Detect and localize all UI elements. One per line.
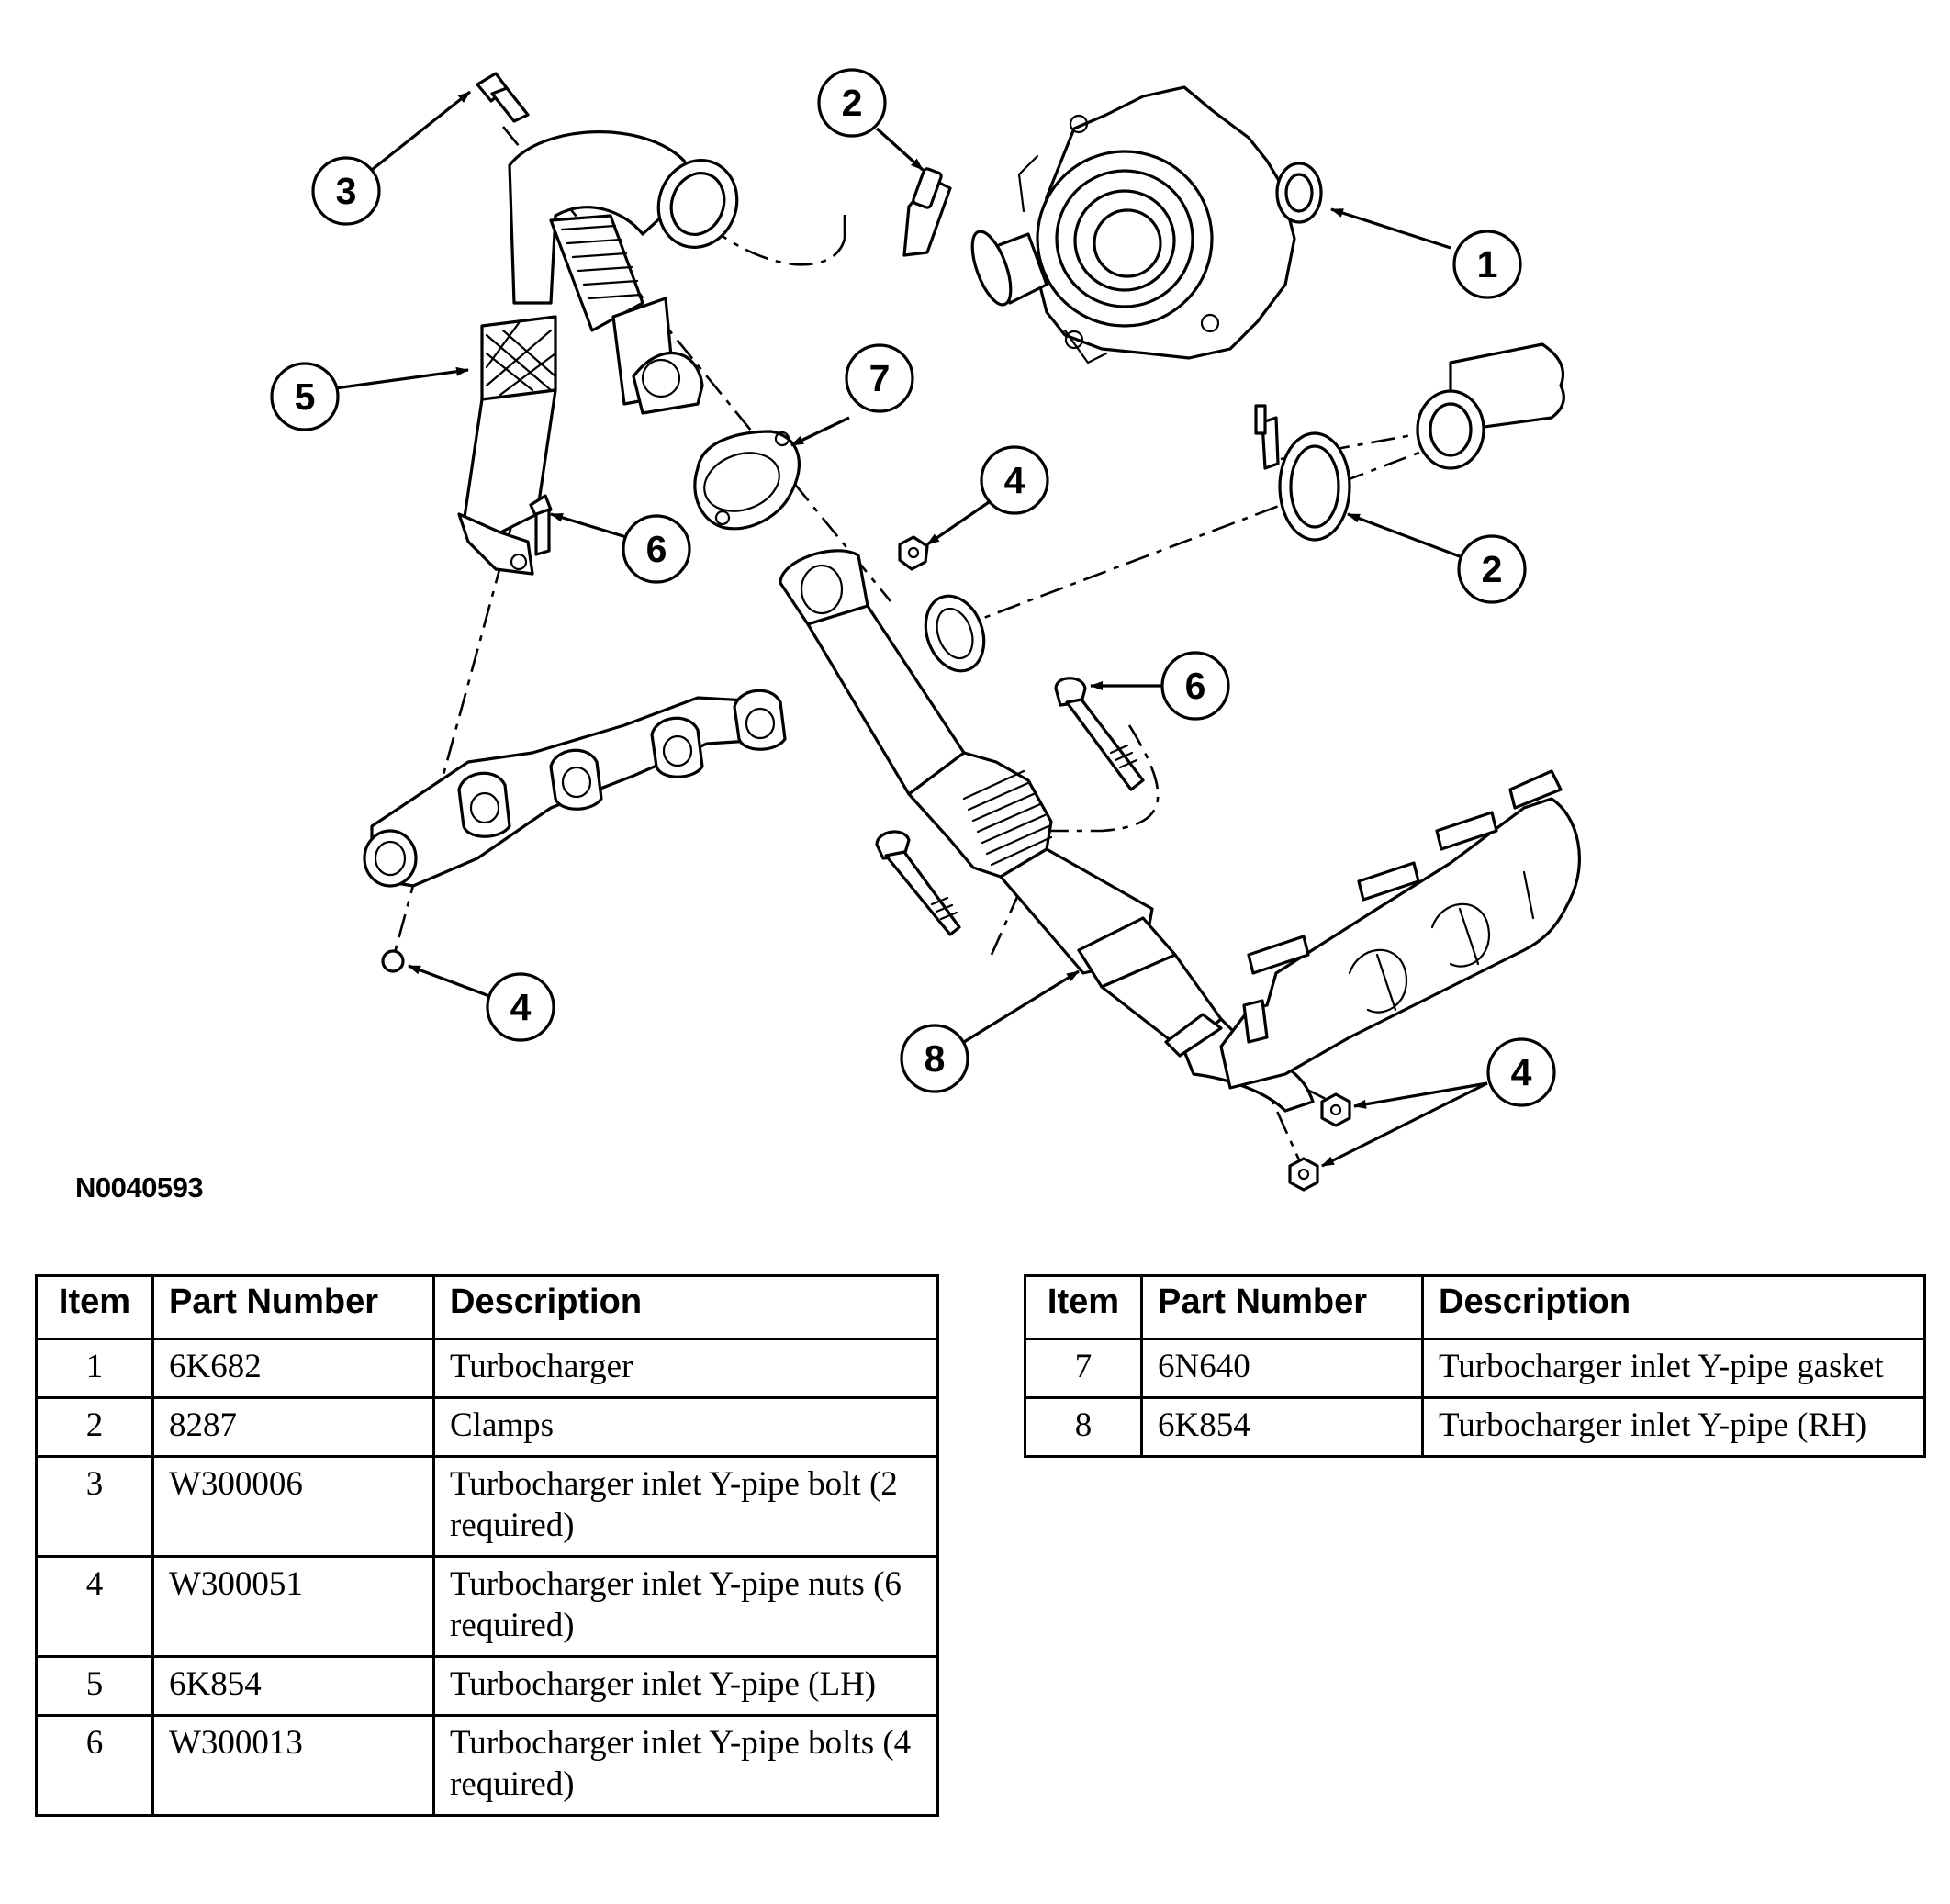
item-cell: 3	[35, 1455, 154, 1558]
item-cell: 1	[35, 1338, 154, 1399]
y-pipe-bolt-middle	[1054, 677, 1145, 791]
turbocharger-part	[970, 85, 1323, 364]
part-number-cell: W300051	[151, 1555, 435, 1658]
description-cell: Turbocharger inlet Y-pipe (LH)	[432, 1655, 939, 1717]
svg-text:2: 2	[1482, 548, 1503, 590]
callout-1: 1	[1452, 230, 1522, 299]
callout-2-right: 2	[1457, 534, 1527, 604]
part-number-cell: 8287	[151, 1396, 435, 1458]
item-cell: 5	[35, 1655, 154, 1717]
table-header-row: Item Part Number Description	[35, 1274, 939, 1340]
callout-2-top: 2	[817, 68, 887, 138]
description-cell: Turbocharger inlet Y-pipe nuts (6 requir…	[432, 1555, 939, 1658]
column-header-description: Description	[1421, 1274, 1926, 1340]
lh-y-pipe-part	[457, 130, 739, 576]
column-header-part-number: Part Number	[1140, 1274, 1424, 1340]
parts-table-left: Item Part Number Description 1 6K682 Tur…	[35, 1274, 939, 1817]
table-row: 6 W300013 Turbocharger inlet Y-pipe bolt…	[35, 1714, 939, 1817]
table-row: 3 W300006 Turbocharger inlet Y-pipe bolt…	[35, 1455, 939, 1558]
pipe-clamp-lower	[1254, 404, 1351, 542]
y-pipe-bolt-lower	[875, 830, 961, 936]
svg-text:6: 6	[1185, 665, 1206, 707]
item-cell: 6	[35, 1714, 154, 1817]
callout-3: 3	[311, 156, 381, 226]
table-row: 5 6K854 Turbocharger inlet Y-pipe (LH)	[35, 1655, 939, 1717]
callout-8: 8	[900, 1024, 969, 1093]
svg-text:5: 5	[295, 375, 316, 418]
callout-6-right: 6	[1160, 651, 1230, 721]
table-header-row: Item Part Number Description	[1024, 1274, 1926, 1340]
part-number-cell: 6K682	[151, 1338, 435, 1399]
callout-5: 5	[270, 362, 340, 431]
pipe-clamp-upper	[902, 167, 952, 257]
parts-table-right: Item Part Number Description 7 6N640 Tur…	[1024, 1274, 1926, 1458]
callout-4-lower-right: 4	[1486, 1037, 1556, 1107]
part-number-cell: 6K854	[1140, 1396, 1424, 1458]
column-header-description: Description	[432, 1274, 939, 1340]
callout-6-left: 6	[622, 514, 691, 584]
lh-exhaust-manifold	[363, 689, 787, 973]
y-pipe-nut-lower-right-1	[1320, 1092, 1351, 1127]
table-row: 8 6K854 Turbocharger inlet Y-pipe (RH)	[1024, 1396, 1926, 1458]
table-row: 2 8287 Clamps	[35, 1396, 939, 1458]
item-cell: 7	[1024, 1338, 1143, 1399]
table-row: 7 6N640 Turbocharger inlet Y-pipe gasket	[1024, 1338, 1926, 1399]
callout-4-middle: 4	[980, 445, 1049, 515]
y-pipe-nut-lower-right-2	[1288, 1157, 1319, 1192]
description-cell: Turbocharger inlet Y-pipe gasket	[1421, 1338, 1926, 1399]
intake-tube-part	[1416, 342, 1565, 470]
svg-text:2: 2	[842, 82, 863, 124]
svg-text:7: 7	[869, 357, 891, 399]
description-cell: Turbocharger	[432, 1338, 939, 1399]
item-cell: 4	[35, 1555, 154, 1658]
leader-lines	[334, 90, 1488, 1168]
svg-text:4: 4	[1004, 459, 1025, 501]
svg-text:3: 3	[336, 170, 357, 212]
rh-y-pipe-part	[779, 549, 1315, 1113]
description-cell: Turbocharger inlet Y-pipe bolt (2 requir…	[432, 1455, 939, 1558]
description-cell: Turbocharger inlet Y-pipe (RH)	[1421, 1396, 1926, 1458]
table-row: 4 W300051 Turbocharger inlet Y-pipe nuts…	[35, 1555, 939, 1658]
part-number-cell: W300006	[151, 1455, 435, 1558]
callout-4-lower-left: 4	[486, 972, 555, 1042]
figure-code: N0040593	[75, 1171, 204, 1204]
column-header-item: Item	[1024, 1274, 1143, 1340]
description-cell: Turbocharger inlet Y-pipe bolts (4 requi…	[432, 1714, 939, 1817]
svg-text:6: 6	[646, 528, 667, 570]
y-pipe-nut-middle	[898, 535, 929, 571]
part-number-cell: W300013	[151, 1714, 435, 1817]
callout-7: 7	[845, 343, 914, 413]
svg-text:1: 1	[1477, 243, 1498, 286]
svg-text:4: 4	[1511, 1051, 1532, 1093]
y-pipe-gasket	[693, 430, 801, 531]
exploded-parts-diagram: 1 2 2 3 4 4 4 5 6 6 7 8	[270, 68, 1581, 1192]
column-header-part-number: Part Number	[151, 1274, 435, 1340]
table-row: 1 6K682 Turbocharger	[35, 1338, 939, 1399]
y-pipe-bolt-top	[476, 72, 530, 123]
description-cell: Clamps	[432, 1396, 939, 1458]
item-cell: 2	[35, 1396, 154, 1458]
part-number-cell: 6N640	[1140, 1338, 1424, 1399]
rh-exhaust-manifold	[1219, 769, 1581, 1090]
item-cell: 8	[1024, 1396, 1143, 1458]
column-header-item: Item	[35, 1274, 154, 1340]
y-pipe-bolt-upper-left	[529, 494, 553, 556]
part-number-cell: 6K854	[151, 1655, 435, 1717]
svg-text:8: 8	[925, 1037, 946, 1080]
svg-text:4: 4	[510, 986, 532, 1028]
